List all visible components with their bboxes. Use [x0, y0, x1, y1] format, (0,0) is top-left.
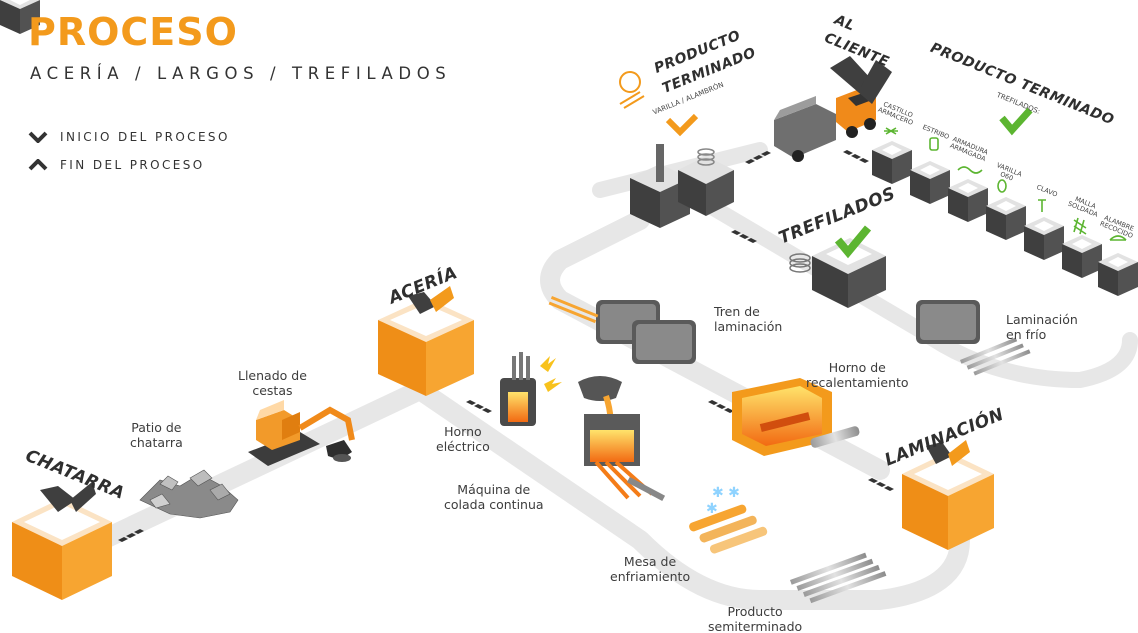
electric-furnace-illustration — [500, 352, 562, 426]
scrap-pile-illustration — [139, 469, 239, 519]
legend-start: INICIO DEL PROCESO — [28, 130, 230, 144]
legend-start-label: INICIO DEL PROCESO — [60, 130, 230, 144]
truck-illustration — [774, 88, 876, 162]
legend-end-label: FIN DEL PROCESO — [60, 158, 205, 172]
chatarra-box — [12, 482, 112, 600]
continuous-casting-illustration — [578, 376, 666, 502]
svg-text:✱ ✱: ✱ ✱ — [712, 485, 740, 501]
legend-end: FIN DEL PROCESO — [28, 158, 205, 172]
product-boxes-row — [0, 0, 1138, 296]
aceria-box — [378, 286, 474, 396]
svg-text:✱: ✱ — [706, 501, 718, 517]
reheating-furnace-illustration — [732, 378, 860, 456]
chevron-down-icon — [28, 131, 48, 143]
excavator-illustration — [248, 400, 355, 466]
cooling-table-illustration: ✱ ✱ ✱ — [689, 485, 768, 554]
al-cliente-chevron — [830, 56, 892, 104]
page-title: PROCESO — [28, 10, 238, 54]
rolling-mill-illustration — [548, 296, 696, 364]
cold-rolling-illustration — [916, 300, 1031, 376]
flow-arrows — [118, 150, 894, 542]
laminacion-box — [902, 440, 994, 550]
chevron-up-icon — [28, 159, 48, 171]
trefilados-box — [789, 225, 886, 308]
producto-terminado-boxes — [619, 71, 734, 228]
page-subtitle: ACERÍA / LARGOS / TREFILADOS — [30, 64, 452, 83]
semifinished-bars-illustration — [790, 552, 887, 604]
